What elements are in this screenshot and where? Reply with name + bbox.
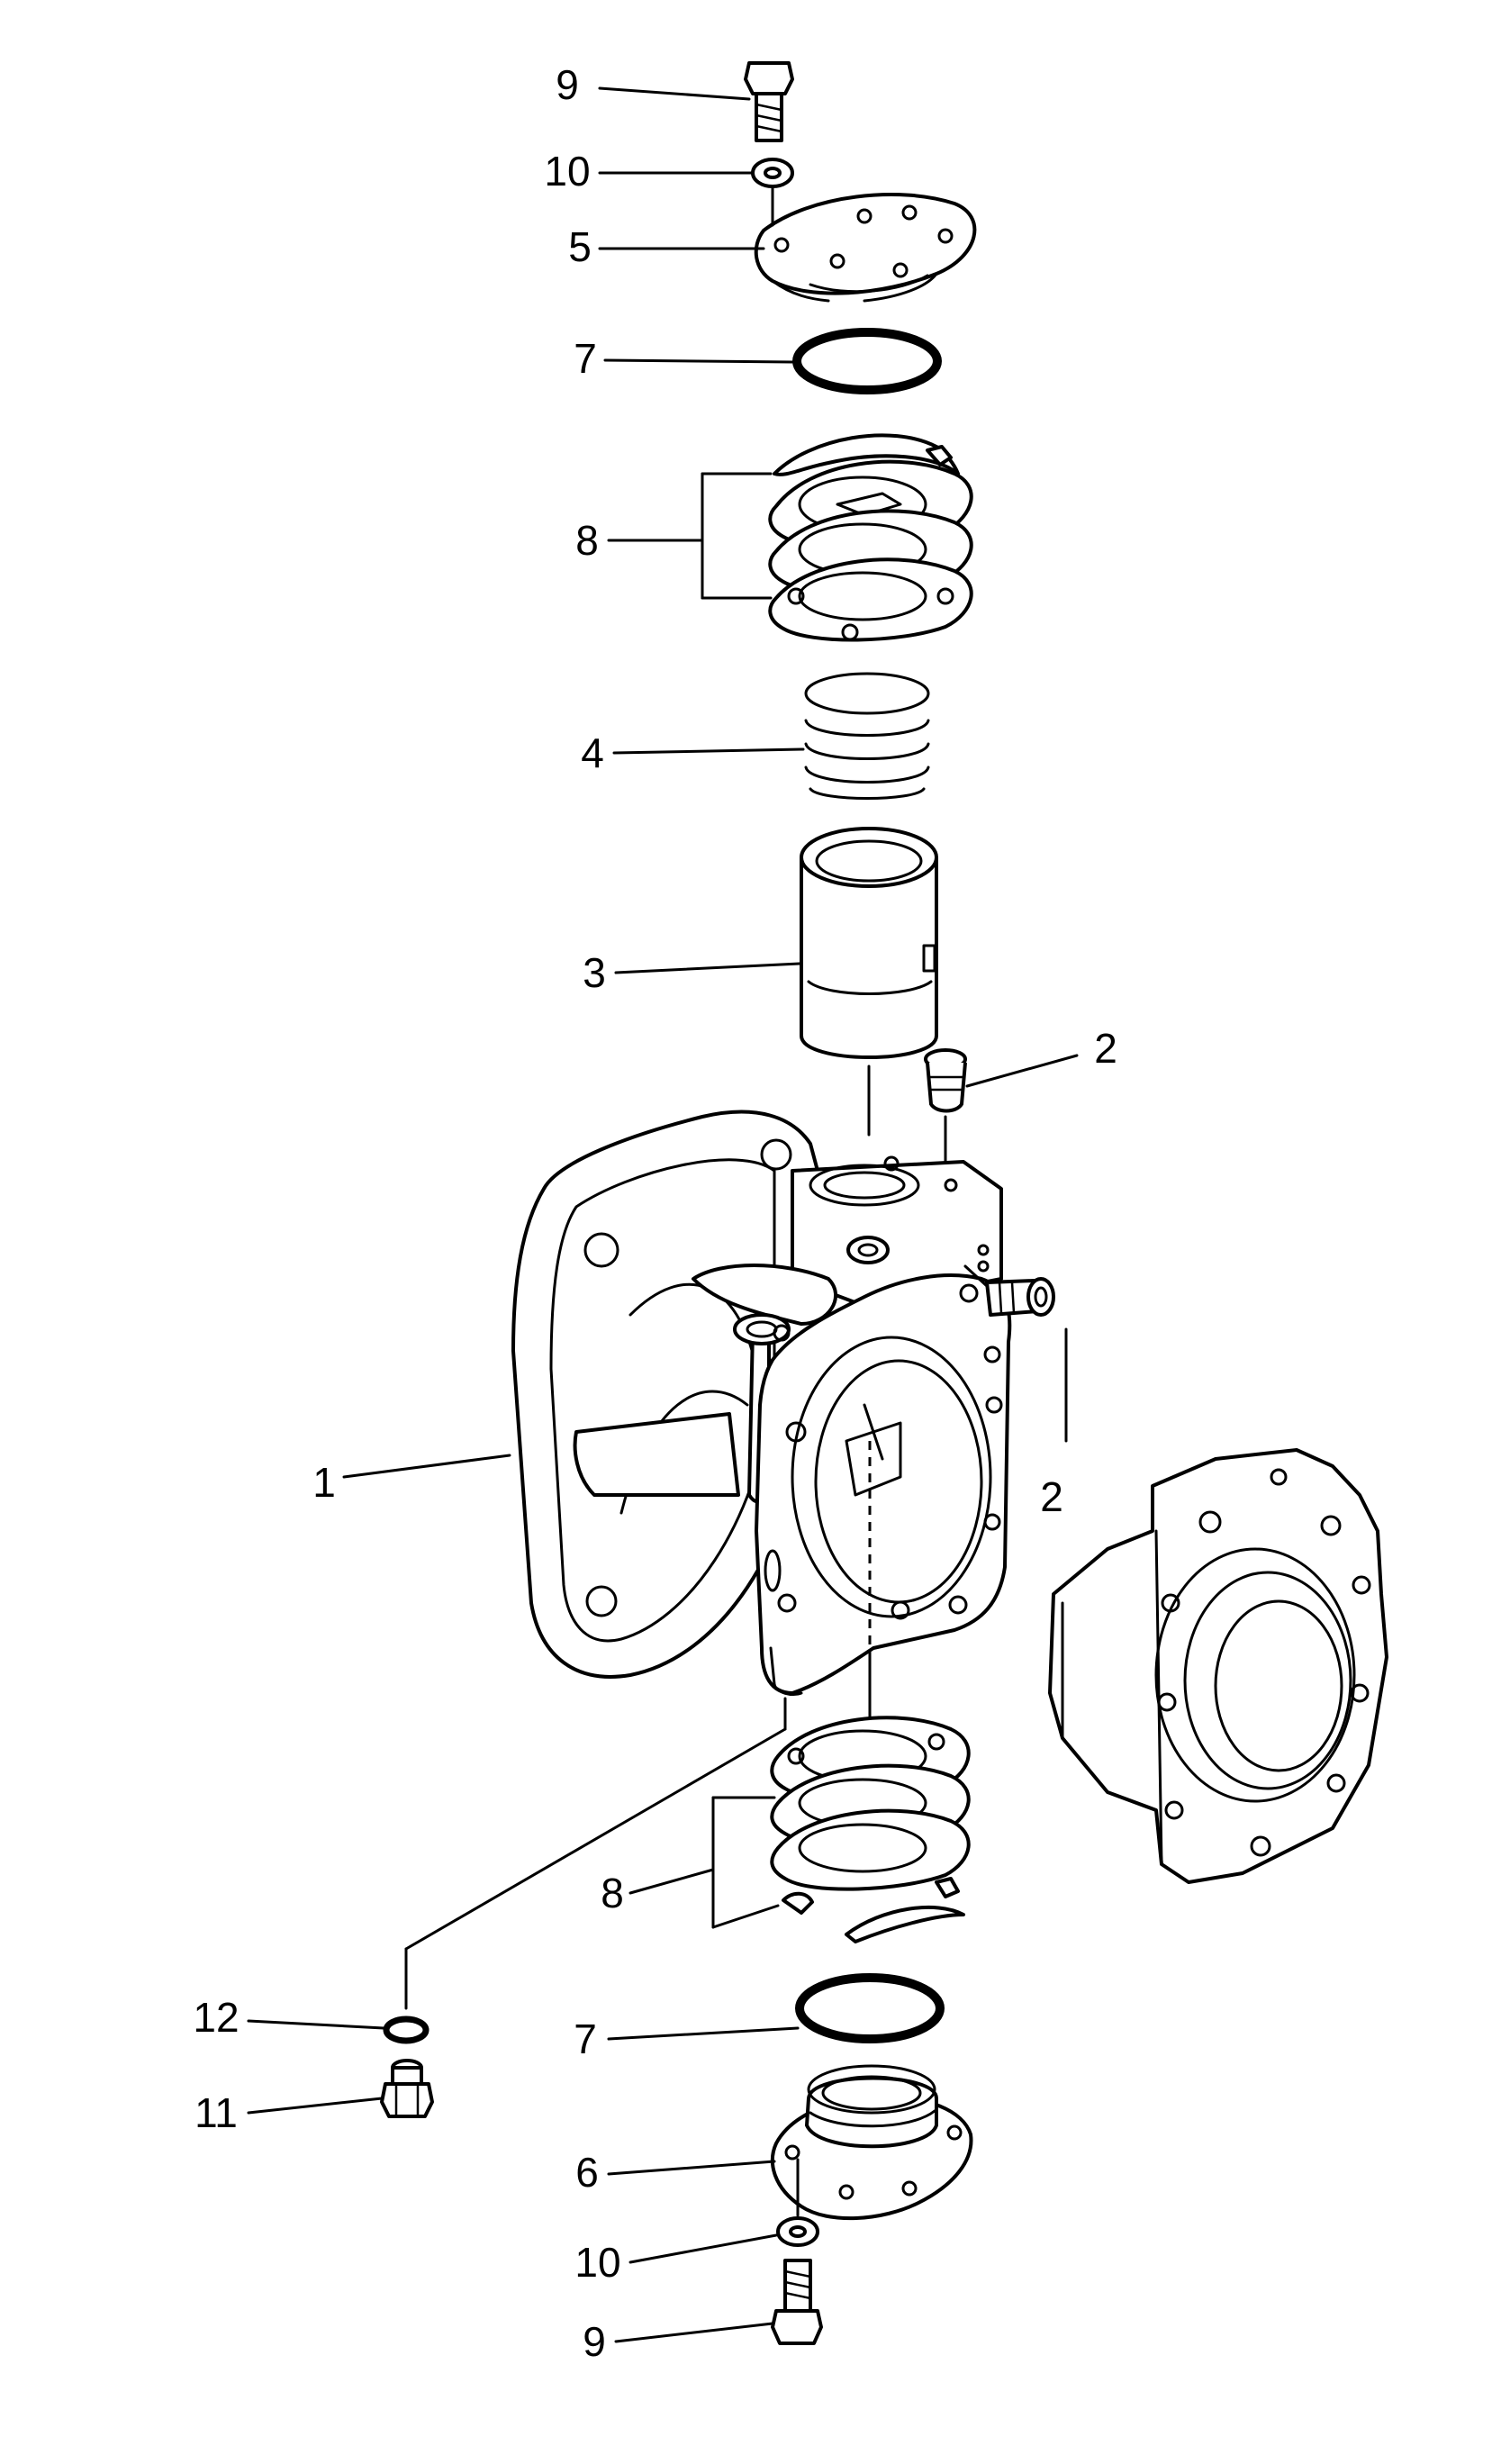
leader-lines [247, 86, 1079, 2343]
callout-5: 5 [568, 223, 592, 270]
callout-7-top: 7 [574, 335, 597, 382]
callout-3: 3 [583, 949, 606, 996]
part-8-shim-stack-top [768, 433, 973, 642]
part-4-spring [804, 672, 930, 800]
callout-1: 1 [312, 1459, 336, 1506]
part-11-plug [380, 2059, 434, 2118]
part-1-housing [511, 1110, 1012, 1731]
part-2-plug-right [963, 1264, 1068, 1443]
callout-8-top: 8 [575, 517, 599, 564]
part-12-o-ring-small [383, 1947, 430, 2044]
callout-2-top: 2 [1094, 1025, 1117, 1072]
part-2-plug-top [924, 1048, 967, 1209]
callout-12: 12 [193, 1994, 239, 2041]
part-7-o-ring-bottom [795, 1973, 945, 2043]
callout-11: 11 [194, 2089, 238, 2136]
part-8-shim-stack-bottom [770, 1655, 971, 1943]
part-9-bolt-bottom [771, 2259, 823, 2345]
part-side-case [1048, 1448, 1388, 1884]
part-3-sleeve [800, 827, 938, 1137]
part-10-washer-top [751, 158, 794, 188]
part-7-o-ring-top [792, 328, 942, 394]
callout-8-bottom: 8 [601, 1870, 624, 1916]
part-6-cover-plate [770, 2064, 973, 2221]
callout-labels: 9 10 5 7 8 4 3 2 2 1 8 12 7 11 6 10 9 [193, 61, 1117, 2365]
callout-7-bottom: 7 [574, 2016, 597, 2062]
callout-10-bottom: 10 [574, 2239, 620, 2286]
callout-9-bottom: 9 [583, 2318, 606, 2365]
part-5-cover-plate [754, 186, 977, 303]
callout-9-top: 9 [556, 61, 579, 108]
callout-6: 6 [575, 2149, 599, 2196]
part-9-bolt-top [744, 61, 794, 142]
callout-2-right: 2 [1040, 1473, 1063, 1520]
part-10-washer-bottom [776, 2216, 819, 2247]
callout-4: 4 [581, 729, 604, 776]
callout-10-top: 10 [544, 148, 590, 195]
